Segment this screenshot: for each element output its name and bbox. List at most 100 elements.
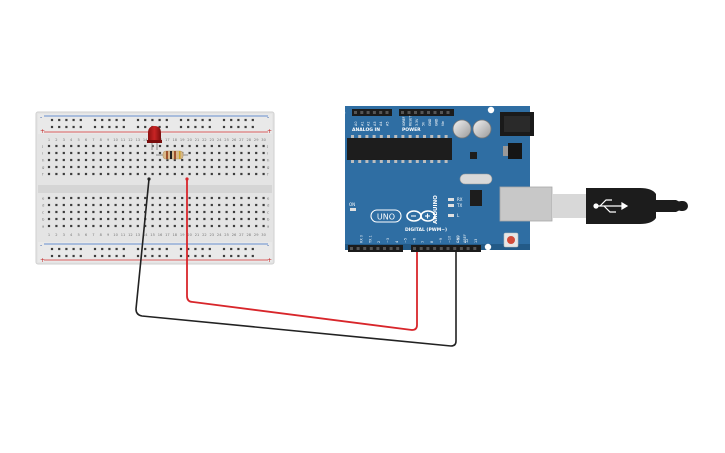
breadboard-hole[interactable]	[166, 165, 169, 169]
header-pin[interactable]	[354, 111, 357, 114]
breadboard-hole[interactable]	[181, 224, 184, 228]
breadboard-hole[interactable]	[121, 172, 125, 176]
breadboard-hole[interactable]	[218, 196, 221, 200]
rail-hole[interactable]	[101, 247, 104, 251]
breadboard-hole[interactable]	[218, 217, 221, 221]
breadboard-hole[interactable]	[240, 165, 243, 169]
rail-hole[interactable]	[165, 247, 168, 251]
breadboard-hole[interactable]	[158, 151, 162, 155]
header-pin[interactable]	[401, 111, 404, 114]
breadboard-hole[interactable]	[255, 165, 258, 169]
breadboard-hole[interactable]	[262, 203, 265, 207]
breadboard-hole[interactable]	[166, 144, 169, 148]
rail-hole[interactable]	[144, 247, 147, 251]
breadboard-hole[interactable]	[55, 144, 58, 148]
breadboard-hole[interactable]	[210, 196, 213, 200]
breadboard-hole[interactable]	[240, 203, 243, 207]
breadboard-hole[interactable]	[129, 196, 132, 200]
breadboard-hole[interactable]	[181, 203, 184, 207]
rail-hole[interactable]	[251, 125, 254, 129]
breadboard-hole[interactable]	[144, 151, 147, 155]
breadboard-hole[interactable]	[166, 203, 169, 207]
breadboard-hole[interactable]	[92, 165, 95, 169]
breadboard-hole[interactable]	[55, 210, 58, 214]
breadboard-hole[interactable]	[181, 165, 184, 169]
breadboard-hole[interactable]	[262, 172, 265, 176]
rail-hole[interactable]	[179, 118, 183, 122]
breadboard-hole[interactable]	[107, 217, 110, 221]
breadboard-hole[interactable]	[47, 172, 51, 176]
breadboard-hole[interactable]	[84, 172, 88, 176]
breadboard-hole[interactable]	[47, 224, 51, 228]
breadboard-hole[interactable]	[92, 144, 95, 148]
breadboard-hole[interactable]	[203, 151, 206, 155]
breadboard-hole[interactable]	[166, 224, 169, 228]
rail-hole[interactable]	[122, 247, 125, 251]
breadboard-hole[interactable]	[92, 158, 95, 162]
breadboard-hole[interactable]	[218, 144, 221, 148]
rail-hole[interactable]	[179, 247, 183, 251]
breadboard-hole[interactable]	[92, 196, 95, 200]
breadboard-hole[interactable]	[225, 210, 228, 214]
breadboard-hole[interactable]	[195, 217, 199, 221]
breadboard-hole[interactable]	[247, 224, 250, 228]
breadboard-hole[interactable]	[107, 224, 110, 228]
breadboard-hole[interactable]	[121, 196, 125, 200]
header-pin[interactable]	[356, 247, 360, 250]
header-pin[interactable]	[363, 247, 367, 250]
breadboard-hole[interactable]	[129, 224, 132, 228]
rail-hole[interactable]	[194, 125, 197, 129]
header-pin[interactable]	[440, 111, 443, 114]
breadboard-hole[interactable]	[84, 210, 88, 214]
breadboard-hole[interactable]	[247, 217, 250, 221]
breadboard-hole[interactable]	[121, 165, 125, 169]
rail-hole[interactable]	[187, 254, 190, 258]
rail-hole[interactable]	[136, 247, 140, 251]
breadboard-hole[interactable]	[114, 144, 117, 148]
rail-hole[interactable]	[165, 118, 168, 122]
breadboard-hole[interactable]	[136, 196, 139, 200]
black-wire[interactable]	[135, 178, 457, 347]
rail-hole[interactable]	[58, 125, 61, 129]
breadboard-hole[interactable]	[84, 196, 88, 200]
breadboard-hole[interactable]	[255, 196, 258, 200]
rail-hole[interactable]	[165, 125, 168, 129]
rail-hole[interactable]	[230, 254, 233, 258]
breadboard-hole[interactable]	[181, 158, 184, 162]
breadboard-hole[interactable]	[70, 210, 73, 214]
rail-hole[interactable]	[201, 254, 204, 258]
rail-hole[interactable]	[65, 247, 68, 251]
breadboard-hole[interactable]	[77, 217, 80, 221]
breadboard-hole[interactable]	[70, 151, 73, 155]
breadboard-hole[interactable]	[99, 165, 102, 169]
rail-hole[interactable]	[65, 254, 68, 258]
breadboard-hole[interactable]	[121, 210, 125, 214]
breadboard-hole[interactable]	[77, 151, 80, 155]
rail-hole[interactable]	[72, 254, 75, 258]
breadboard-hole[interactable]	[188, 165, 191, 169]
breadboard-hole[interactable]	[55, 224, 58, 228]
digital-header-low[interactable]	[348, 245, 403, 252]
breadboard-hole[interactable]	[107, 210, 110, 214]
rail-hole[interactable]	[158, 118, 161, 122]
rail-hole[interactable]	[244, 118, 247, 122]
rail-hole[interactable]	[79, 247, 82, 251]
breadboard-hole[interactable]	[84, 151, 88, 155]
breadboard-hole[interactable]	[218, 165, 221, 169]
breadboard-hole[interactable]	[62, 224, 65, 228]
breadboard-hole[interactable]	[144, 172, 147, 176]
breadboard-hole[interactable]	[247, 151, 250, 155]
rail-hole[interactable]	[108, 118, 111, 122]
rail-hole[interactable]	[65, 125, 68, 129]
breadboard-hole[interactable]	[114, 210, 117, 214]
header-pin[interactable]	[372, 111, 376, 114]
breadboard-hole[interactable]	[210, 165, 213, 169]
breadboard-hole[interactable]	[247, 158, 250, 162]
rail-hole[interactable]	[50, 118, 54, 122]
breadboard-hole[interactable]	[255, 210, 258, 214]
breadboard-hole[interactable]	[195, 203, 199, 207]
breadboard-hole[interactable]	[129, 144, 132, 148]
breadboard-hole[interactable]	[158, 217, 162, 221]
header-pin[interactable]	[379, 111, 383, 114]
header-pin[interactable]	[396, 247, 400, 250]
